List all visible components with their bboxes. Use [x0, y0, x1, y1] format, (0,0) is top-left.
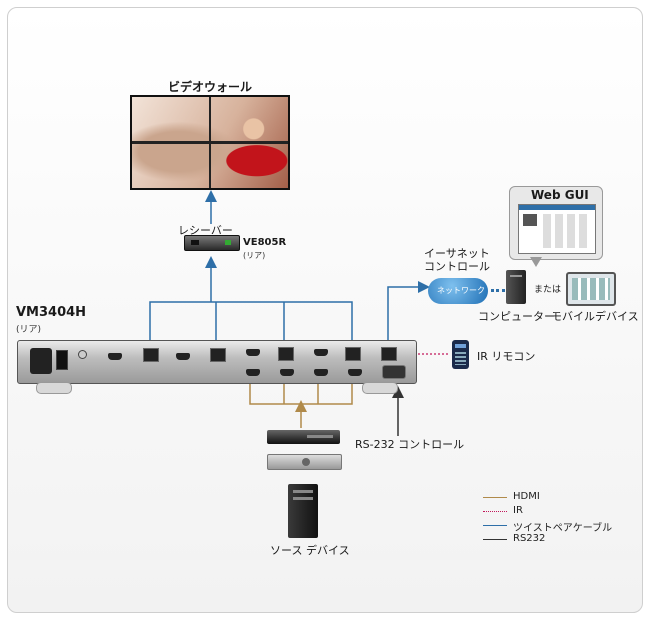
hdmi-in-port-4: [348, 369, 362, 376]
rs232-port: [382, 365, 406, 379]
power-switch: [56, 350, 68, 370]
network-dots: [491, 289, 505, 292]
hdmi-out-port-1: [108, 353, 122, 360]
av-receiver-icon: [267, 454, 342, 470]
legend-item-twisted-pair: ツイストペアケーブル: [483, 519, 633, 534]
legend-item-rs232: RS232: [483, 533, 633, 547]
device-foot-left: [36, 382, 72, 394]
ethernet-line2: コントロール: [424, 260, 490, 273]
receiver-sub: (リア): [243, 251, 266, 260]
video-wall: [130, 95, 290, 190]
network-cloud-label: ネットワーク: [437, 286, 485, 295]
computer-label: コンピューター: [478, 310, 555, 323]
video-wall-title: ビデオウォール: [168, 80, 253, 94]
rj45-port-1: [143, 348, 159, 362]
source-pc-icon: [288, 484, 318, 538]
mobile-label: モバイルデバイス: [551, 310, 639, 323]
main-device-sub: (リア): [16, 325, 42, 335]
power-socket: [30, 348, 52, 374]
lan-control-port: [381, 347, 397, 361]
ethernet-line: [387, 281, 430, 345]
diagram-frame: [7, 7, 643, 613]
hdmi-out-port-4: [314, 349, 328, 356]
legend-item-hdmi: HDMI: [483, 491, 633, 505]
legend-item-ir: IR: [483, 505, 633, 519]
hdmi-in-port-3: [314, 369, 328, 376]
ethernet-line1: イーサネット: [424, 247, 490, 260]
main-device-model: VM3404H: [16, 305, 87, 320]
hdmi-in-port-1: [246, 369, 260, 376]
hdmi-in-port-2: [280, 369, 294, 376]
or-text: または: [534, 285, 562, 295]
receiver-label: レシーバー: [178, 224, 233, 237]
source-device-label: ソース デバイス: [270, 544, 350, 557]
bluray-player-icon: [267, 430, 340, 444]
web-gui-callout: Web GUI: [509, 186, 603, 267]
ir-remote-label: IR リモコン: [477, 350, 536, 363]
rj45-port-4: [345, 347, 361, 361]
rs232-control-label: RS-232 コントロール: [355, 438, 465, 451]
device-foot-right: [362, 382, 398, 394]
twisted-pair-bus: [149, 301, 353, 345]
hdmi-out-port-2: [176, 353, 190, 360]
network-cloud-icon: ネットワーク: [428, 278, 488, 304]
vm3404h-rear-panel: [17, 340, 417, 384]
rj45-port-2: [210, 348, 226, 362]
web-gui-screen: [518, 204, 596, 254]
web-gui-title: Web GUI: [531, 188, 589, 202]
receiver-model: VE805R: [243, 237, 287, 248]
mobile-device-icon: [566, 272, 616, 306]
ground-screw: [78, 350, 87, 359]
computer-icon: [506, 270, 526, 304]
rj45-port-3: [278, 347, 294, 361]
receiver-device: [184, 235, 240, 251]
hdmi-out-port-3: [246, 349, 260, 356]
ir-remote-icon: [452, 340, 469, 369]
